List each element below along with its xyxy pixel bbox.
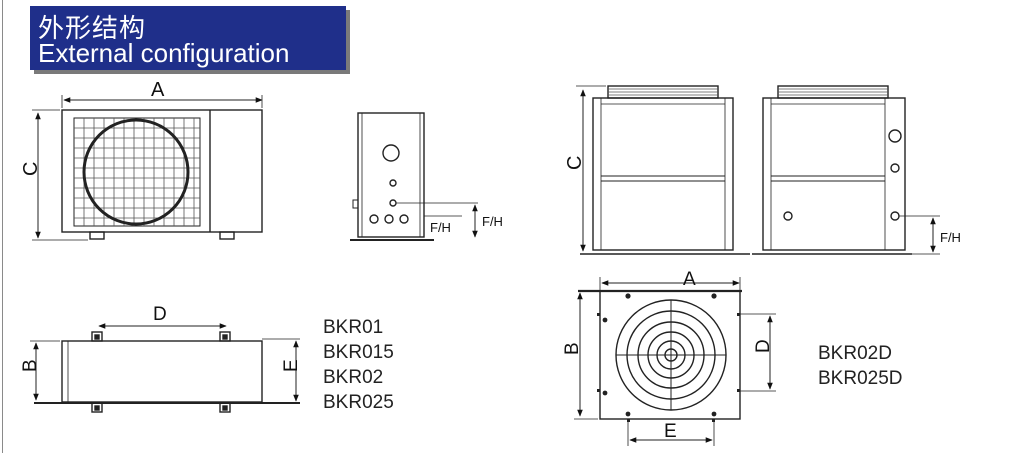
front-view-top-discharge xyxy=(576,85,750,255)
banner-title-zh: 外形结构 xyxy=(38,14,147,44)
dim-label-a-front: A xyxy=(151,79,165,101)
model-name: BKR025 xyxy=(323,392,394,413)
model-name: BKR02 xyxy=(323,367,384,388)
model-list-top-discharge: BKR02D BKR025D xyxy=(818,341,903,391)
model-name: BKR025D xyxy=(818,368,903,389)
model-list-single-fan: BKR01 BKR015 BKR02 BKR025 xyxy=(323,315,394,415)
dim-label-e-plan: E xyxy=(664,421,677,442)
dim-label-e-top: E xyxy=(281,359,302,372)
top-view-single-fan xyxy=(30,323,300,413)
model-name: BKR01 xyxy=(323,317,384,338)
side-view-top-discharge xyxy=(752,85,940,255)
page-left-border xyxy=(2,0,3,453)
section-banner: 外形结构 External configuration xyxy=(30,6,346,70)
model-name: BKR02D xyxy=(818,343,892,364)
dim-label-b-top: B xyxy=(20,359,41,372)
dim-label-b-plan: B xyxy=(562,342,583,355)
model-name: BKR015 xyxy=(323,342,394,363)
dim-label-a-plan: A xyxy=(683,269,696,290)
banner-title-en: External configuration xyxy=(38,38,290,68)
dim-label-c-top-discharge: C xyxy=(564,156,586,170)
dim-label-d-plan: D xyxy=(753,339,774,353)
front-view-single-fan xyxy=(32,95,263,241)
dim-label-d-top: D xyxy=(153,304,167,325)
dim-label-fh-side-2: F/H xyxy=(482,214,503,229)
plan-view-top-discharge xyxy=(574,277,776,446)
side-view-single-fan xyxy=(350,112,478,241)
dim-label-fh-top-discharge: F/H xyxy=(940,230,961,245)
dim-label-c-front: C xyxy=(20,162,42,176)
dim-label-fh-side-1: F/H xyxy=(430,220,451,235)
